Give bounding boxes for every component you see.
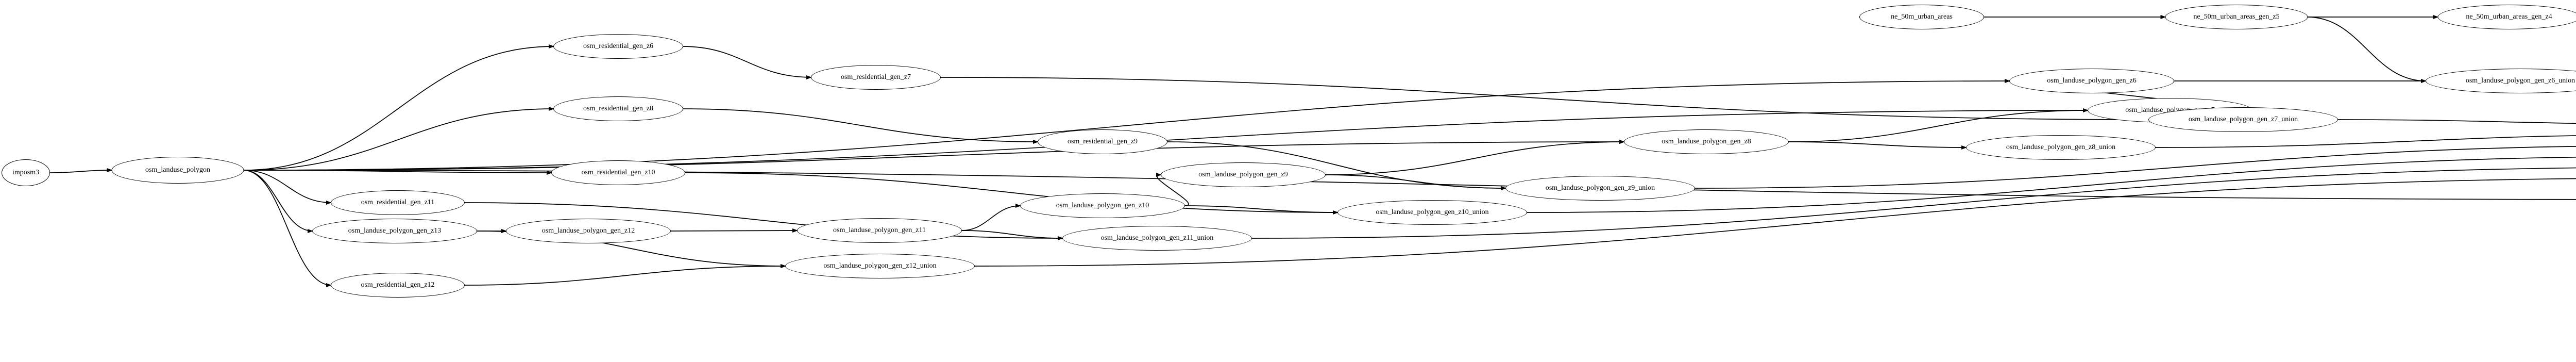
graph-node-osm-residential-gen-z11[interactable]: osm_residential_gen_z11	[331, 190, 465, 215]
graph-edge	[1325, 174, 1506, 190]
graph-node-osm-landuse-polygon-gen-z7-union[interactable]: osm_landuse_polygon_gen_z7_union	[2148, 107, 2338, 132]
graph-node-label: osm_landuse_polygon_gen_z11_union	[1100, 234, 1214, 242]
graph-node-osm-landuse-polygon[interactable]: osm_landuse_polygon	[111, 157, 244, 184]
graph-edge	[682, 108, 1039, 144]
graph-edge	[2307, 17, 2427, 83]
graph-node-label: osm_landuse_polygon_gen_z6	[2047, 77, 2137, 85]
graph-node-label: osm_residential_gen_z10	[581, 169, 655, 176]
graph-node-osm-residential-gen-z6[interactable]: osm_residential_gen_z6	[553, 34, 683, 59]
graph-node-label: osm_residential_gen_z6	[583, 42, 654, 50]
graph-node-label: osm_landuse_polygon_gen_z8	[1662, 138, 1751, 145]
graph-node-label: osm_landuse_polygon_gen_z7_union	[2188, 116, 2298, 123]
graph-node-label: osm_landuse_polygon_gen_z11	[833, 226, 926, 234]
graph-edge	[2337, 119, 2576, 124]
graph-node-label: osm_landuse_polygon_gen_z10_union	[1376, 208, 1489, 216]
graph-node-osm-landuse-polygon-gen-z13[interactable]: osm_landuse_polygon_gen_z13	[312, 219, 477, 243]
graph-node-ne-50m-urban-areas[interactable]: ne_50m_urban_areas	[1859, 5, 1984, 29]
graph-edge	[464, 264, 786, 286]
graph-node-osm-residential-gen-z12[interactable]: osm_residential_gen_z12	[331, 273, 465, 298]
graph-node-osm-residential-gen-z9[interactable]: osm_residential_gen_z9	[1038, 129, 1167, 154]
graph-node-ne-50m-urban-areas-gen-z4[interactable]: ne_50m_urban_areas_gen_z4	[2437, 5, 2576, 29]
graph-node-osm-landuse-polygon-gen-z8-union[interactable]: osm_landuse_polygon_gen_z8_union	[1966, 135, 2156, 160]
graph-node-osm-residential-gen-z10[interactable]: osm_residential_gen_z10	[551, 160, 685, 185]
graph-node-label: osm_residential_gen_z8	[583, 105, 654, 112]
graph-node-label: osm_landuse_polygon_gen_z9_union	[1545, 184, 1655, 192]
graph-node-label: osm_landuse_polygon_gen_z12_union	[823, 262, 937, 270]
graph-edge	[961, 204, 1021, 231]
graph-edge	[1526, 156, 2576, 213]
graph-node-label: osm_landuse_polygon_gen_z10	[1056, 202, 1149, 209]
graph-edge	[961, 230, 1063, 240]
graph-edge	[243, 44, 554, 171]
graph-edge	[243, 79, 2010, 171]
graph-edge	[243, 170, 313, 233]
graph-node-label: osm_residential_gen_z12	[361, 281, 435, 289]
graph-node-label: ne_50m_urban_areas	[1891, 13, 1953, 21]
graph-edge	[940, 77, 2149, 122]
graph-node-label: osm_landuse_polygon_gen_z9	[1198, 171, 1288, 178]
graph-node-osm-residential-gen-z8[interactable]: osm_residential_gen_z8	[553, 96, 683, 121]
graph-edge	[243, 170, 2576, 200]
graph-edge	[1694, 145, 2576, 189]
graph-edge	[1156, 173, 1189, 206]
graph-node-ne-50m-urban-areas-gen-z5[interactable]: ne_50m_urban_areas_gen_z5	[2165, 5, 2308, 29]
graph-edge	[243, 170, 332, 205]
graph-edge	[684, 172, 1338, 215]
graph-node-label: osm_landuse_polygon_gen_z12	[541, 227, 635, 235]
graph-node-osm-landuse-polygon-gen-z10-union[interactable]: osm_landuse_polygon_gen_z10_union	[1337, 200, 1527, 225]
graph-edge	[243, 140, 1625, 171]
graph-node-osm-landuse-polygon-gen-z6[interactable]: osm_landuse_polygon_gen_z6	[2009, 69, 2174, 93]
graph-edge	[243, 170, 332, 287]
graph-node-label: ne_50m_urban_areas_gen_z4	[2466, 13, 2552, 21]
graph-node-osm-landuse-polygon-gen-z12-union[interactable]: osm_landuse_polygon_gen_z12_union	[785, 254, 975, 278]
graph-node-osm-landuse-polygon-gen-z6-union[interactable]: osm_landuse_polygon_gen_z6_union	[2426, 69, 2576, 93]
graph-node-label: ne_50m_urban_areas_gen_z5	[2193, 13, 2280, 21]
graph-edge	[2155, 135, 2576, 148]
graph-node-label: osm_landuse_polygon_gen_z6_union	[2465, 77, 2575, 85]
graph-edge	[1251, 167, 2576, 239]
graph-edge	[682, 46, 812, 79]
graph-node-osm-landuse-polygon-gen-z11-union[interactable]: osm_landuse_polygon_gen_z11_union	[1062, 226, 1252, 251]
graph-node-label: osm_landuse_polygon	[145, 166, 210, 174]
graph-edge	[1788, 108, 2089, 142]
graph-node-label: osm_landuse_polygon_gen_z13	[348, 227, 442, 235]
graph-node-label: osm_residential_gen_z9	[1067, 138, 1138, 145]
graph-edge	[1325, 140, 1625, 175]
graph-node-osm-landuse-polygon-gen-z10[interactable]: osm_landuse_polygon_gen_z10	[1020, 193, 1185, 218]
graph-edge	[974, 178, 2576, 267]
graph-node-label: osm_residential_gen_z11	[361, 199, 435, 206]
graph-node-osm-residential-gen-z7[interactable]: osm_residential_gen_z7	[811, 65, 941, 90]
graph-node-osm-landuse-polygon-gen-z8[interactable]: osm_landuse_polygon_gen_z8	[1624, 129, 1789, 154]
graph-node-osm-landuse-polygon-gen-z12[interactable]: osm_landuse_polygon_gen_z12	[506, 219, 671, 243]
graph-node-label: osm_residential_gen_z7	[840, 73, 911, 81]
graph-node-label: imposm3	[12, 169, 40, 176]
graph-node-osm-landuse-polygon-gen-z11[interactable]: osm_landuse_polygon_gen_z11	[797, 218, 962, 243]
graph-node-osm-landuse-polygon-gen-z9[interactable]: osm_landuse_polygon_gen_z9	[1161, 162, 1326, 187]
graph-edge	[243, 107, 554, 171]
graph-node-label: osm_landuse_polygon_gen_z8_union	[2006, 143, 2116, 151]
graph-edge	[464, 202, 1063, 240]
graph-edge	[1788, 141, 1967, 150]
graph-node-osm-landuse-polygon-gen-z9-union[interactable]: osm_landuse_polygon_gen_z9_union	[1505, 176, 1695, 201]
graph-edge	[49, 168, 113, 173]
graph-node-imposm3[interactable]: imposm3	[2, 159, 50, 186]
